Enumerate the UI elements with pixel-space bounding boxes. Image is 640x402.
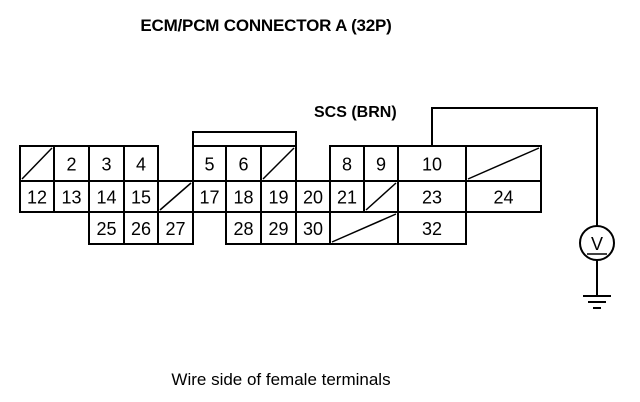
terminal-cell (465, 180, 542, 213)
connector-key-outline (192, 131, 297, 146)
terminal-21: 21 (329, 180, 365, 213)
scs-wire (431, 107, 598, 226)
terminal-number: 26 (131, 219, 151, 239)
terminal-number: 5 (204, 155, 214, 175)
terminal-number: 20 (303, 188, 323, 208)
terminal-4: 4 (123, 145, 159, 182)
voltmeter-symbol: V (591, 234, 603, 254)
blank-diagonal (365, 182, 397, 211)
ground-icon (583, 295, 611, 309)
blank-cavities (19, 145, 542, 245)
terminal-18: 18 (225, 180, 262, 213)
terminal-number: 28 (233, 219, 253, 239)
terminal-28: 28 (225, 211, 262, 245)
terminal-number: 19 (268, 188, 288, 208)
terminal-5: 5 (192, 145, 227, 182)
blank-cavity (329, 211, 399, 245)
terminal-13: 13 (53, 180, 90, 213)
terminal-cell (157, 211, 194, 245)
terminal-cell (225, 180, 262, 213)
terminal-number: 29 (268, 219, 288, 239)
diagram-title: ECM/PCM CONNECTOR A (32P) (140, 16, 392, 35)
wire-label-scs: SCS (BRN) (314, 104, 397, 121)
terminal-12: 12 (19, 180, 55, 213)
terminal-30: 30 (295, 211, 331, 245)
terminal-number: 12 (27, 188, 47, 208)
blank-diagonal (331, 213, 397, 243)
terminal-10: 10 (397, 145, 467, 182)
blank-cavity (260, 145, 297, 182)
terminal-cell (192, 180, 227, 213)
terminal-29: 29 (260, 211, 297, 245)
terminal-number: 23 (422, 188, 442, 208)
terminal-number: 9 (376, 155, 386, 175)
terminal-19: 19 (260, 180, 297, 213)
terminal-number: 21 (337, 188, 357, 208)
blank-diagonal (262, 147, 295, 180)
blank-cavity (363, 180, 399, 213)
terminal-6: 6 (225, 145, 262, 182)
terminal-cell (397, 145, 467, 182)
terminal-number: 25 (96, 219, 116, 239)
terminal-3: 3 (88, 145, 125, 182)
terminal-25: 25 (88, 211, 125, 245)
blank-cavity (465, 145, 542, 182)
terminal-number: 8 (342, 155, 352, 175)
terminal-27: 27 (157, 211, 194, 245)
terminal-cell (88, 211, 125, 245)
terminal-32: 32 (397, 211, 467, 245)
terminal-number: 32 (422, 219, 442, 239)
terminal-cell (53, 145, 90, 182)
terminal-2: 2 (53, 145, 90, 182)
blank-cavity (19, 145, 55, 182)
terminal-number: 14 (96, 188, 116, 208)
terminal-9: 9 (363, 145, 399, 182)
blank-diagonal (21, 147, 53, 180)
terminal-cell (260, 211, 297, 245)
terminal-number: 18 (233, 188, 253, 208)
terminal-number: 2 (66, 155, 76, 175)
terminal-14: 14 (88, 180, 125, 213)
terminal-15: 15 (123, 180, 159, 213)
terminal-23: 23 (397, 180, 467, 213)
terminal-cell (295, 211, 331, 245)
terminal-26: 26 (123, 211, 159, 245)
diagram-caption: Wire side of female terminals (171, 370, 391, 389)
blank-diagonal (467, 147, 540, 180)
blank-diagonal (159, 182, 192, 211)
terminal-number: 6 (238, 155, 248, 175)
terminal-cell (123, 211, 159, 245)
voltmeter-icon: V (579, 225, 615, 261)
terminal-number: 13 (61, 188, 81, 208)
terminal-number: 24 (493, 188, 513, 208)
terminal-cell (123, 145, 159, 182)
terminal-number: 17 (199, 188, 219, 208)
terminal-cell (88, 145, 125, 182)
terminal-number: 3 (101, 155, 111, 175)
terminal-number: 10 (422, 155, 442, 175)
terminal-17: 17 (192, 180, 227, 213)
terminal-8: 8 (329, 145, 365, 182)
terminal-number: 4 (136, 155, 146, 175)
terminal-number: 27 (165, 219, 185, 239)
terminal-24: 24 (465, 180, 542, 213)
blank-cavity (157, 180, 194, 213)
terminal-cell (53, 180, 90, 213)
terminal-20: 20 (295, 180, 331, 213)
terminal-number: 30 (303, 219, 323, 239)
terminal-number: 15 (131, 188, 151, 208)
